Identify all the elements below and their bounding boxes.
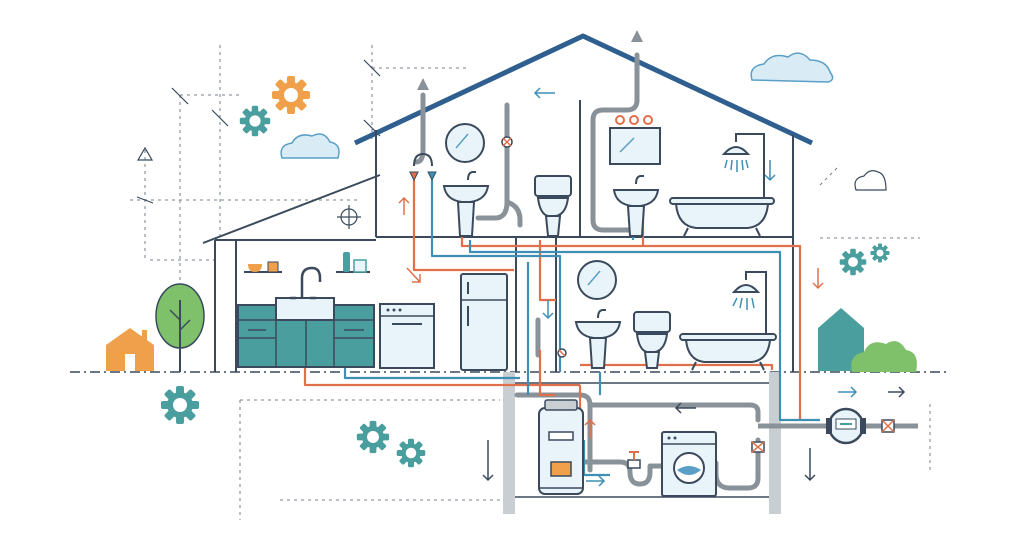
water-meter-icon — [826, 407, 866, 445]
water-heater-icon — [538, 399, 584, 495]
kitchen-shelf — [244, 252, 370, 273]
construction-ticks — [136, 59, 381, 204]
gear-icon — [839, 248, 867, 276]
sink-icon — [574, 309, 622, 369]
valve-icon — [557, 348, 567, 358]
house-walls — [214, 100, 794, 372]
valve-icon — [501, 136, 513, 148]
mirror-icon — [445, 123, 485, 163]
kitchen-cabinet-icon — [237, 297, 375, 368]
vent-arrow-icon — [631, 30, 643, 42]
gear-icon — [396, 438, 426, 468]
crosshair-icon — [337, 205, 361, 229]
vent-arrow-icon — [417, 78, 429, 90]
house-icon — [818, 308, 864, 371]
house-roof — [202, 33, 814, 244]
washing-machine-icon — [661, 431, 717, 497]
valve-icon — [751, 441, 765, 453]
gear-icon — [870, 243, 890, 263]
sink-icon — [612, 175, 660, 237]
cloud-icon — [280, 133, 340, 159]
faucet-icon — [409, 152, 437, 182]
faucet-icon — [290, 266, 322, 300]
mirror-icon — [609, 127, 661, 165]
construction-lines — [130, 45, 931, 520]
basement — [503, 372, 781, 514]
gear-icon — [161, 386, 199, 424]
gear-icon — [356, 420, 390, 454]
flow-arrow-icon — [398, 87, 906, 487]
toilet-icon — [534, 175, 572, 237]
house-icon — [106, 328, 154, 371]
shower-icon — [721, 133, 765, 200]
fridge-icon — [460, 273, 508, 371]
toilet-icon — [633, 311, 671, 369]
vanity-lights-icon — [615, 115, 653, 125]
bathtub-icon — [679, 333, 777, 371]
dishwasher-icon — [379, 303, 435, 369]
mirror-icon — [577, 260, 617, 300]
shower-icon — [731, 271, 767, 340]
bathtub-icon — [669, 197, 775, 237]
tree-icon — [155, 283, 205, 372]
cloud-icon — [750, 52, 834, 83]
valve-icon — [627, 451, 641, 469]
gear-icon — [239, 105, 271, 137]
cloud-icon — [854, 170, 887, 191]
bush-icon — [851, 341, 917, 372]
valve-icon — [881, 419, 895, 433]
sink-icon — [442, 171, 490, 237]
gear-icon — [272, 76, 310, 114]
